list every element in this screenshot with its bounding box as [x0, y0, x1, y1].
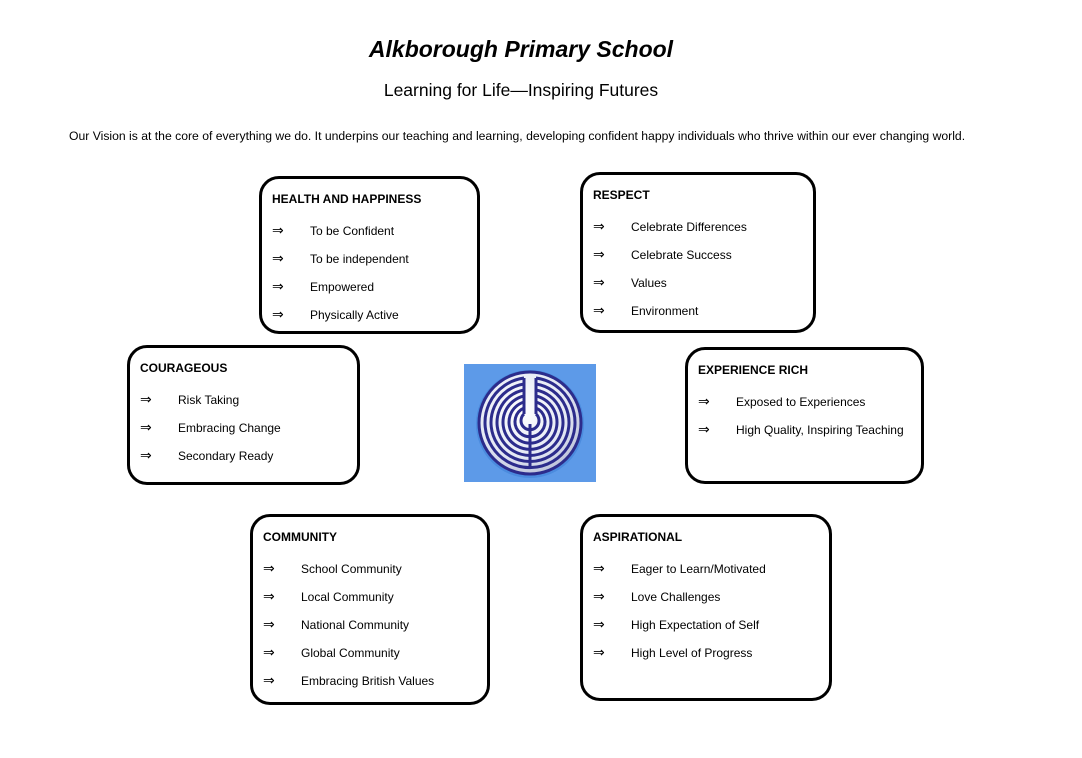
- arrow-icon: ⇒: [698, 394, 710, 410]
- list-item: ⇒ Celebrate Success: [593, 241, 813, 269]
- community-box: COMMUNITY ⇒ School Community ⇒ Local Commu…: [250, 514, 490, 705]
- arrow-icon: ⇒: [263, 561, 275, 577]
- list-item: ⇒ Love Challenges: [593, 583, 829, 611]
- box-title: HEALTH AND HAPPINESS: [272, 192, 422, 206]
- arrow-icon: ⇒: [263, 589, 275, 605]
- list-item-label: School Community: [301, 562, 402, 576]
- list-item-label: Values: [631, 276, 667, 290]
- arrow-icon: ⇒: [263, 645, 275, 661]
- list-item: ⇒ Secondary Ready: [140, 442, 357, 470]
- arrow-icon: ⇒: [698, 422, 710, 438]
- arrow-icon: ⇒: [263, 617, 275, 633]
- list-item-label: Global Community: [301, 646, 400, 660]
- arrow-icon: ⇒: [272, 223, 284, 239]
- list-item: ⇒ To be Confident: [272, 217, 477, 245]
- arrow-icon: ⇒: [593, 561, 605, 577]
- list-item: ⇒ Eager to Learn/Motivated: [593, 555, 829, 583]
- respect-box: RESPECT ⇒ Celebrate Differences ⇒ Celebrat…: [580, 172, 816, 333]
- list-item: ⇒ School Community: [263, 555, 487, 583]
- list-item-label: Physically Active: [310, 308, 399, 322]
- box-title: ASPIRATIONAL: [593, 530, 683, 544]
- list-item-label: To be independent: [310, 252, 409, 266]
- list-item-label: Embracing Change: [178, 421, 281, 435]
- list-item: ⇒ Local Community: [263, 583, 487, 611]
- list-item-label: Empowered: [310, 280, 375, 294]
- aspirational-box: ASPIRATIONAL ⇒ Eager to Learn/Motivated ⇒…: [580, 514, 832, 701]
- arrow-icon: ⇒: [593, 219, 605, 235]
- arrow-icon: ⇒: [140, 448, 152, 464]
- list-item-label: Secondary Ready: [178, 449, 274, 463]
- list-item-label: High Quality, Inspiring Teaching: [736, 423, 904, 437]
- list-item-label: Love Challenges: [631, 590, 721, 604]
- arrow-icon: ⇒: [593, 303, 605, 319]
- list-item-label: Eager to Learn/Motivated: [631, 562, 766, 576]
- list-item-label: Celebrate Differences: [631, 220, 747, 234]
- list-item: ⇒ To be independent: [272, 245, 477, 273]
- list-item: ⇒ Risk Taking: [140, 386, 357, 414]
- list-item: ⇒ High Level of Progress: [593, 639, 829, 667]
- list-item-label: Embracing British Values: [301, 674, 435, 688]
- list-item: ⇒ Physically Active: [272, 301, 477, 329]
- list-item-label: Exposed to Experiences: [736, 395, 866, 409]
- list-item: ⇒ Celebrate Differences: [593, 213, 813, 241]
- vision-statement: Our Vision is at the core of everything …: [69, 129, 966, 143]
- arrow-icon: ⇒: [593, 275, 605, 291]
- list-item-label: High Expectation of Self: [631, 618, 760, 632]
- list-item: ⇒ Embracing British Values: [263, 667, 487, 695]
- box-title: COMMUNITY: [263, 530, 337, 544]
- list-item: ⇒ High Expectation of Self: [593, 611, 829, 639]
- arrow-icon: ⇒: [263, 673, 275, 689]
- list-item: ⇒ Global Community: [263, 639, 487, 667]
- list-item: ⇒ Exposed to Experiences: [698, 388, 921, 416]
- arrow-icon: ⇒: [272, 251, 284, 267]
- list-item: ⇒ Environment: [593, 297, 813, 325]
- arrow-icon: ⇒: [272, 307, 284, 323]
- box-title: RESPECT: [593, 188, 650, 202]
- list-item-label: Celebrate Success: [631, 248, 732, 262]
- arrow-icon: ⇒: [593, 247, 605, 263]
- list-item-label: Local Community: [301, 590, 394, 604]
- health-and-happiness-box: HEALTH AND HAPPINESS ⇒ To be Confident ⇒ T…: [259, 176, 480, 334]
- arrow-icon: ⇒: [593, 645, 605, 661]
- list-item: ⇒ High Quality, Inspiring Teaching: [698, 416, 921, 444]
- list-item: ⇒ Values: [593, 269, 813, 297]
- list-item: ⇒ Embracing Change: [140, 414, 357, 442]
- box-title: EXPERIENCE RICH: [698, 363, 809, 377]
- experience-rich-box: EXPERIENCE RICH ⇒Exposed to Experiences …: [685, 347, 924, 484]
- list-item-label: Environment: [631, 304, 699, 318]
- arrow-icon: ⇒: [140, 392, 152, 408]
- list-item-label: To be Confident: [310, 224, 395, 238]
- list-item: ⇒ Empowered: [272, 273, 477, 301]
- list-item-label: Risk Taking: [178, 393, 240, 407]
- courageous-box: COURAGEOUS ⇒ Risk Taking ⇒ Embracing Chang…: [127, 345, 360, 485]
- page-title: Alkborough Primary School: [368, 36, 674, 62]
- list-item-label: High Level of Progress: [631, 646, 753, 660]
- arrow-icon: ⇒: [140, 420, 152, 436]
- list-item: ⇒ National Community: [263, 611, 487, 639]
- page-subtitle: Learning for Life—Inspiring Futures: [383, 80, 659, 100]
- arrow-icon: ⇒: [593, 617, 605, 633]
- list-item-label: National Community: [301, 618, 410, 632]
- labyrinth-logo-icon: [464, 364, 596, 482]
- arrow-icon: ⇒: [593, 589, 605, 605]
- box-title: COURAGEOUS: [140, 361, 228, 375]
- arrow-icon: ⇒: [272, 279, 284, 295]
